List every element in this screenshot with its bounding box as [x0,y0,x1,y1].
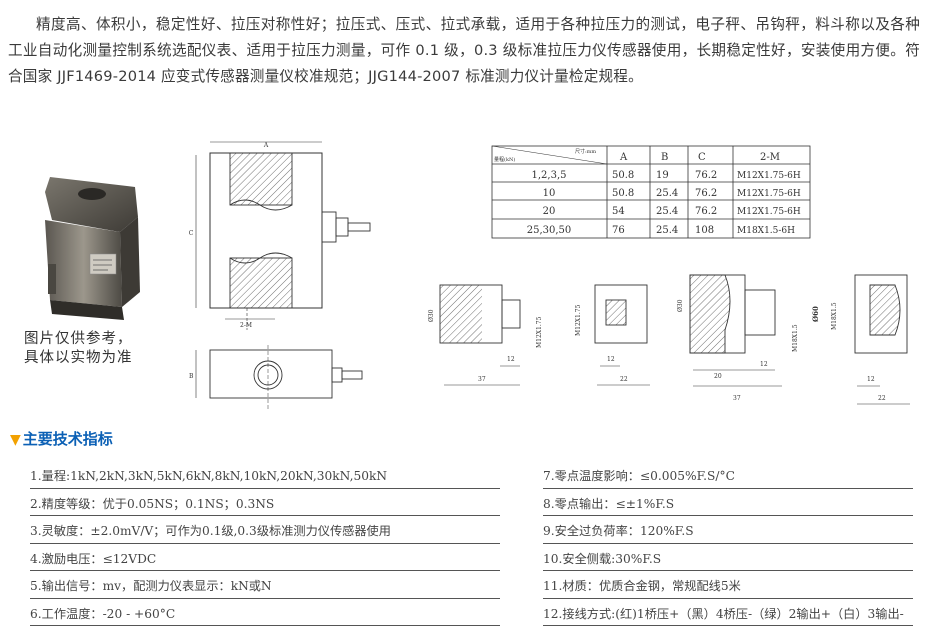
table-cell: 25,30,50 [527,225,572,236]
dimension-table: 量程(kN) 尺寸:mm A B C 2-M 1,2,3,5 50.8 19 7… [491,145,811,239]
table-header: C [698,152,706,163]
spec-item: 9.安全过负荷率：120%F.S [543,521,913,549]
dim-phi60: Ø60 [811,306,820,322]
top-view: B [189,345,363,410]
section-title: ▼主要技术指标 [10,428,113,449]
dim-b: B [189,373,194,380]
specs-list-left: 1.量程:1kN,2kN,3kN,5kN,6kN,8kN,10kN,20kN,3… [30,466,500,631]
section-title-text: 主要技术指标 [22,430,113,448]
detail-view-3: Ø30 20 12 37 M18X1.5 [677,274,799,402]
table-cell: 76.2 [695,170,717,181]
spec-item: 5.输出信号：mv，配测力仪表显示：kN或N [30,576,500,604]
detail-view-1: Ø30 M12X1.75 12 37 [428,284,543,386]
table-cell: 54 [612,206,625,217]
photo-caption: 图片仅供参考， 具体以实物为准 [24,330,133,368]
dim-2m: 2-M [240,322,252,329]
table-cell: 19 [656,170,669,181]
table-header: B [661,152,668,163]
dim-c: C [189,230,194,237]
table-cell: 1,2,3,5 [532,170,567,181]
table-cell: 25.4 [656,225,678,236]
dim-12: 12 [760,361,768,368]
spec-item: 7.零点温度影响：≤0.005%F.S/°C [543,466,913,494]
detail-view-4: Ø60 M18X1.5 12 22 [811,274,910,405]
table-cell: 76.2 [695,206,717,217]
intro-paragraph: 精度高、体积小，稳定性好、拉压对称性好；拉压式、压式、拉式承载，适用于各种拉压力… [8,16,920,85]
table-cell: 108 [695,225,714,236]
spec-item: 2.精度等级：优于0.05NS；0.1NS；0.3NS [30,494,500,522]
table-cell: 50.8 [612,188,634,199]
technical-drawing: A C 2-M B [189,141,910,410]
table-cell: M18X1.5-6H [737,226,795,236]
dim-m12: M12X1.75 [575,304,582,336]
spec-item: 4.激励电压：≤12VDC [30,549,500,577]
spec-item: 8.零点输出：≤±1%F.S [543,494,913,522]
dim-a: A [263,142,269,149]
detail-view-2: M12X1.75 12 22 [575,284,650,386]
dim-m18: M18X1.5 [831,302,838,330]
table-cell: 25.4 [656,188,678,199]
table-cell: M12X1.75-6H [737,189,801,199]
spec-item: 12.接线方式:(红)1桥压+（黑）4桥压-（绿）2输出+（白）3输出- [543,604,913,632]
dim-37: 37 [478,376,486,383]
dim-22: 22 [620,376,628,383]
dim-m12: M12X1.75 [536,316,543,348]
front-view: A C 2-M [189,141,371,330]
table-cell: 20 [543,206,556,217]
spec-item: 10.安全侧载:30%F.S [543,549,913,577]
dim-phi30: Ø30 [428,309,435,322]
table-cell: M12X1.75-6H [737,207,801,217]
spec-item: 11.材质：优质合金钢，常规配线5米 [543,576,913,604]
table-corner-right: 尺寸:mm [575,148,596,155]
table-cell: 10 [543,188,556,199]
triangle-down-icon: ▼ [10,432,21,448]
dim-m18: M18X1.5 [792,324,799,352]
table-cell: 76 [612,225,625,236]
table-header: A [619,152,628,163]
dim-12: 12 [607,356,615,363]
table-cell: 25.4 [656,206,678,217]
spec-item: 6.工作温度：-20 - +60°C [30,604,500,632]
table-cell: 50.8 [612,170,634,181]
dim-22: 22 [878,395,886,402]
dim-37: 37 [733,395,741,402]
photo-caption-line: 图片仅供参考， [24,331,133,347]
dim-12: 12 [867,376,875,383]
specs-list-right: 7.零点温度影响：≤0.005%F.S/°C 8.零点输出：≤±1%F.S 9.… [543,466,913,631]
dim-20: 20 [714,373,722,380]
dim-phi30: Ø30 [677,299,684,312]
table-header: 2-M [760,152,780,163]
spec-item: 3.灵敏度：±2.0mV/V；可作为0.1级,0.3级标准测力仪传感器使用 [30,521,500,549]
table-corner-left: 量程(kN) [494,156,515,163]
table-cell: 76.2 [695,188,717,199]
product-photo [45,177,140,320]
spec-item: 1.量程:1kN,2kN,3kN,5kN,6kN,8kN,10kN,20kN,3… [30,466,500,494]
dim-12: 12 [507,356,515,363]
table-cell: M12X1.75-6H [737,171,801,181]
photo-caption-line: 具体以实物为准 [24,350,133,366]
